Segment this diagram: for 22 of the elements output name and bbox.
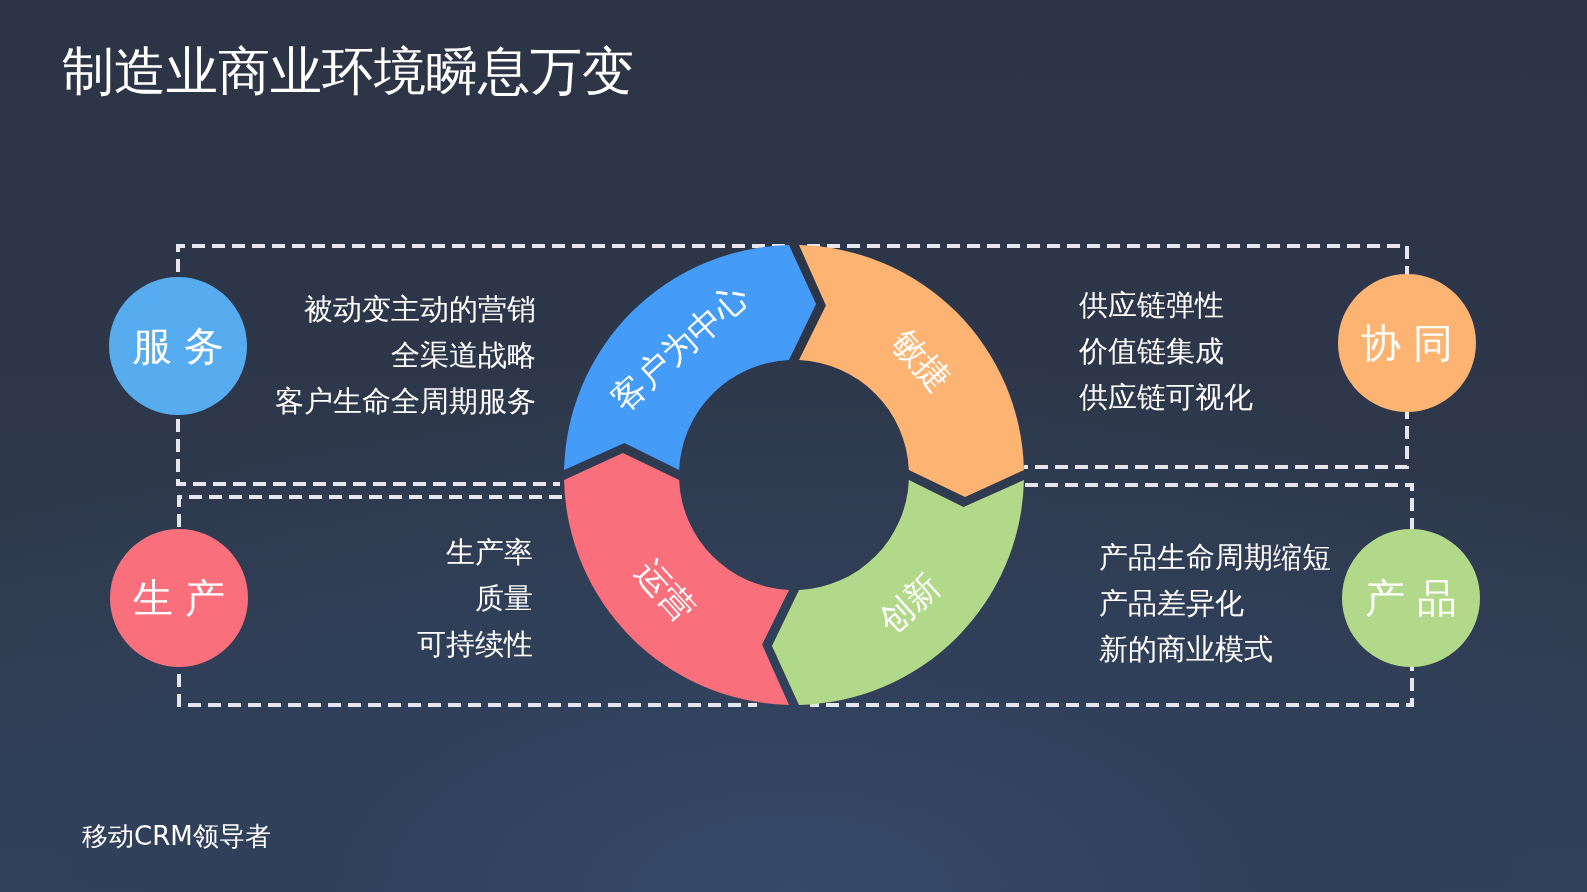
segment-label: 运营 (628, 551, 704, 629)
segment-label: 敏捷 (884, 321, 960, 399)
circle-label: 产品 (1363, 575, 1471, 621)
list-item-text: 生产率 (446, 534, 533, 570)
list-item-text: 产品差异化 (1099, 585, 1244, 621)
tagline-text: 移动CRM领导者 (82, 820, 271, 852)
list-item-text: 供应链弹性 (1079, 287, 1224, 323)
circle-label: 协同 (1359, 320, 1467, 366)
list-item-text: 新的商业模式 (1099, 631, 1273, 667)
list-item-text: 全渠道战略 (391, 337, 536, 373)
list-item-text: 产品生命周期缩短 (1099, 539, 1331, 575)
list-item-text: 供应链可视化 (1079, 379, 1253, 415)
circle-label: 生产 (131, 575, 239, 621)
circle-label: 服务 (130, 323, 238, 369)
segment-label: 客户为中心 (602, 275, 756, 419)
list-item-text: 客户生命全周期服务 (275, 383, 536, 419)
segment-label: 创新 (870, 565, 948, 641)
list-item-text: 质量 (475, 580, 533, 616)
list-item-text: 被动变主动的营销 (304, 291, 536, 327)
slide-title: 制造业商业环境瞬息万变 (62, 40, 634, 102)
list-item-text: 可持续性 (417, 626, 533, 662)
list-item-text: 价值链集成 (1079, 333, 1224, 369)
